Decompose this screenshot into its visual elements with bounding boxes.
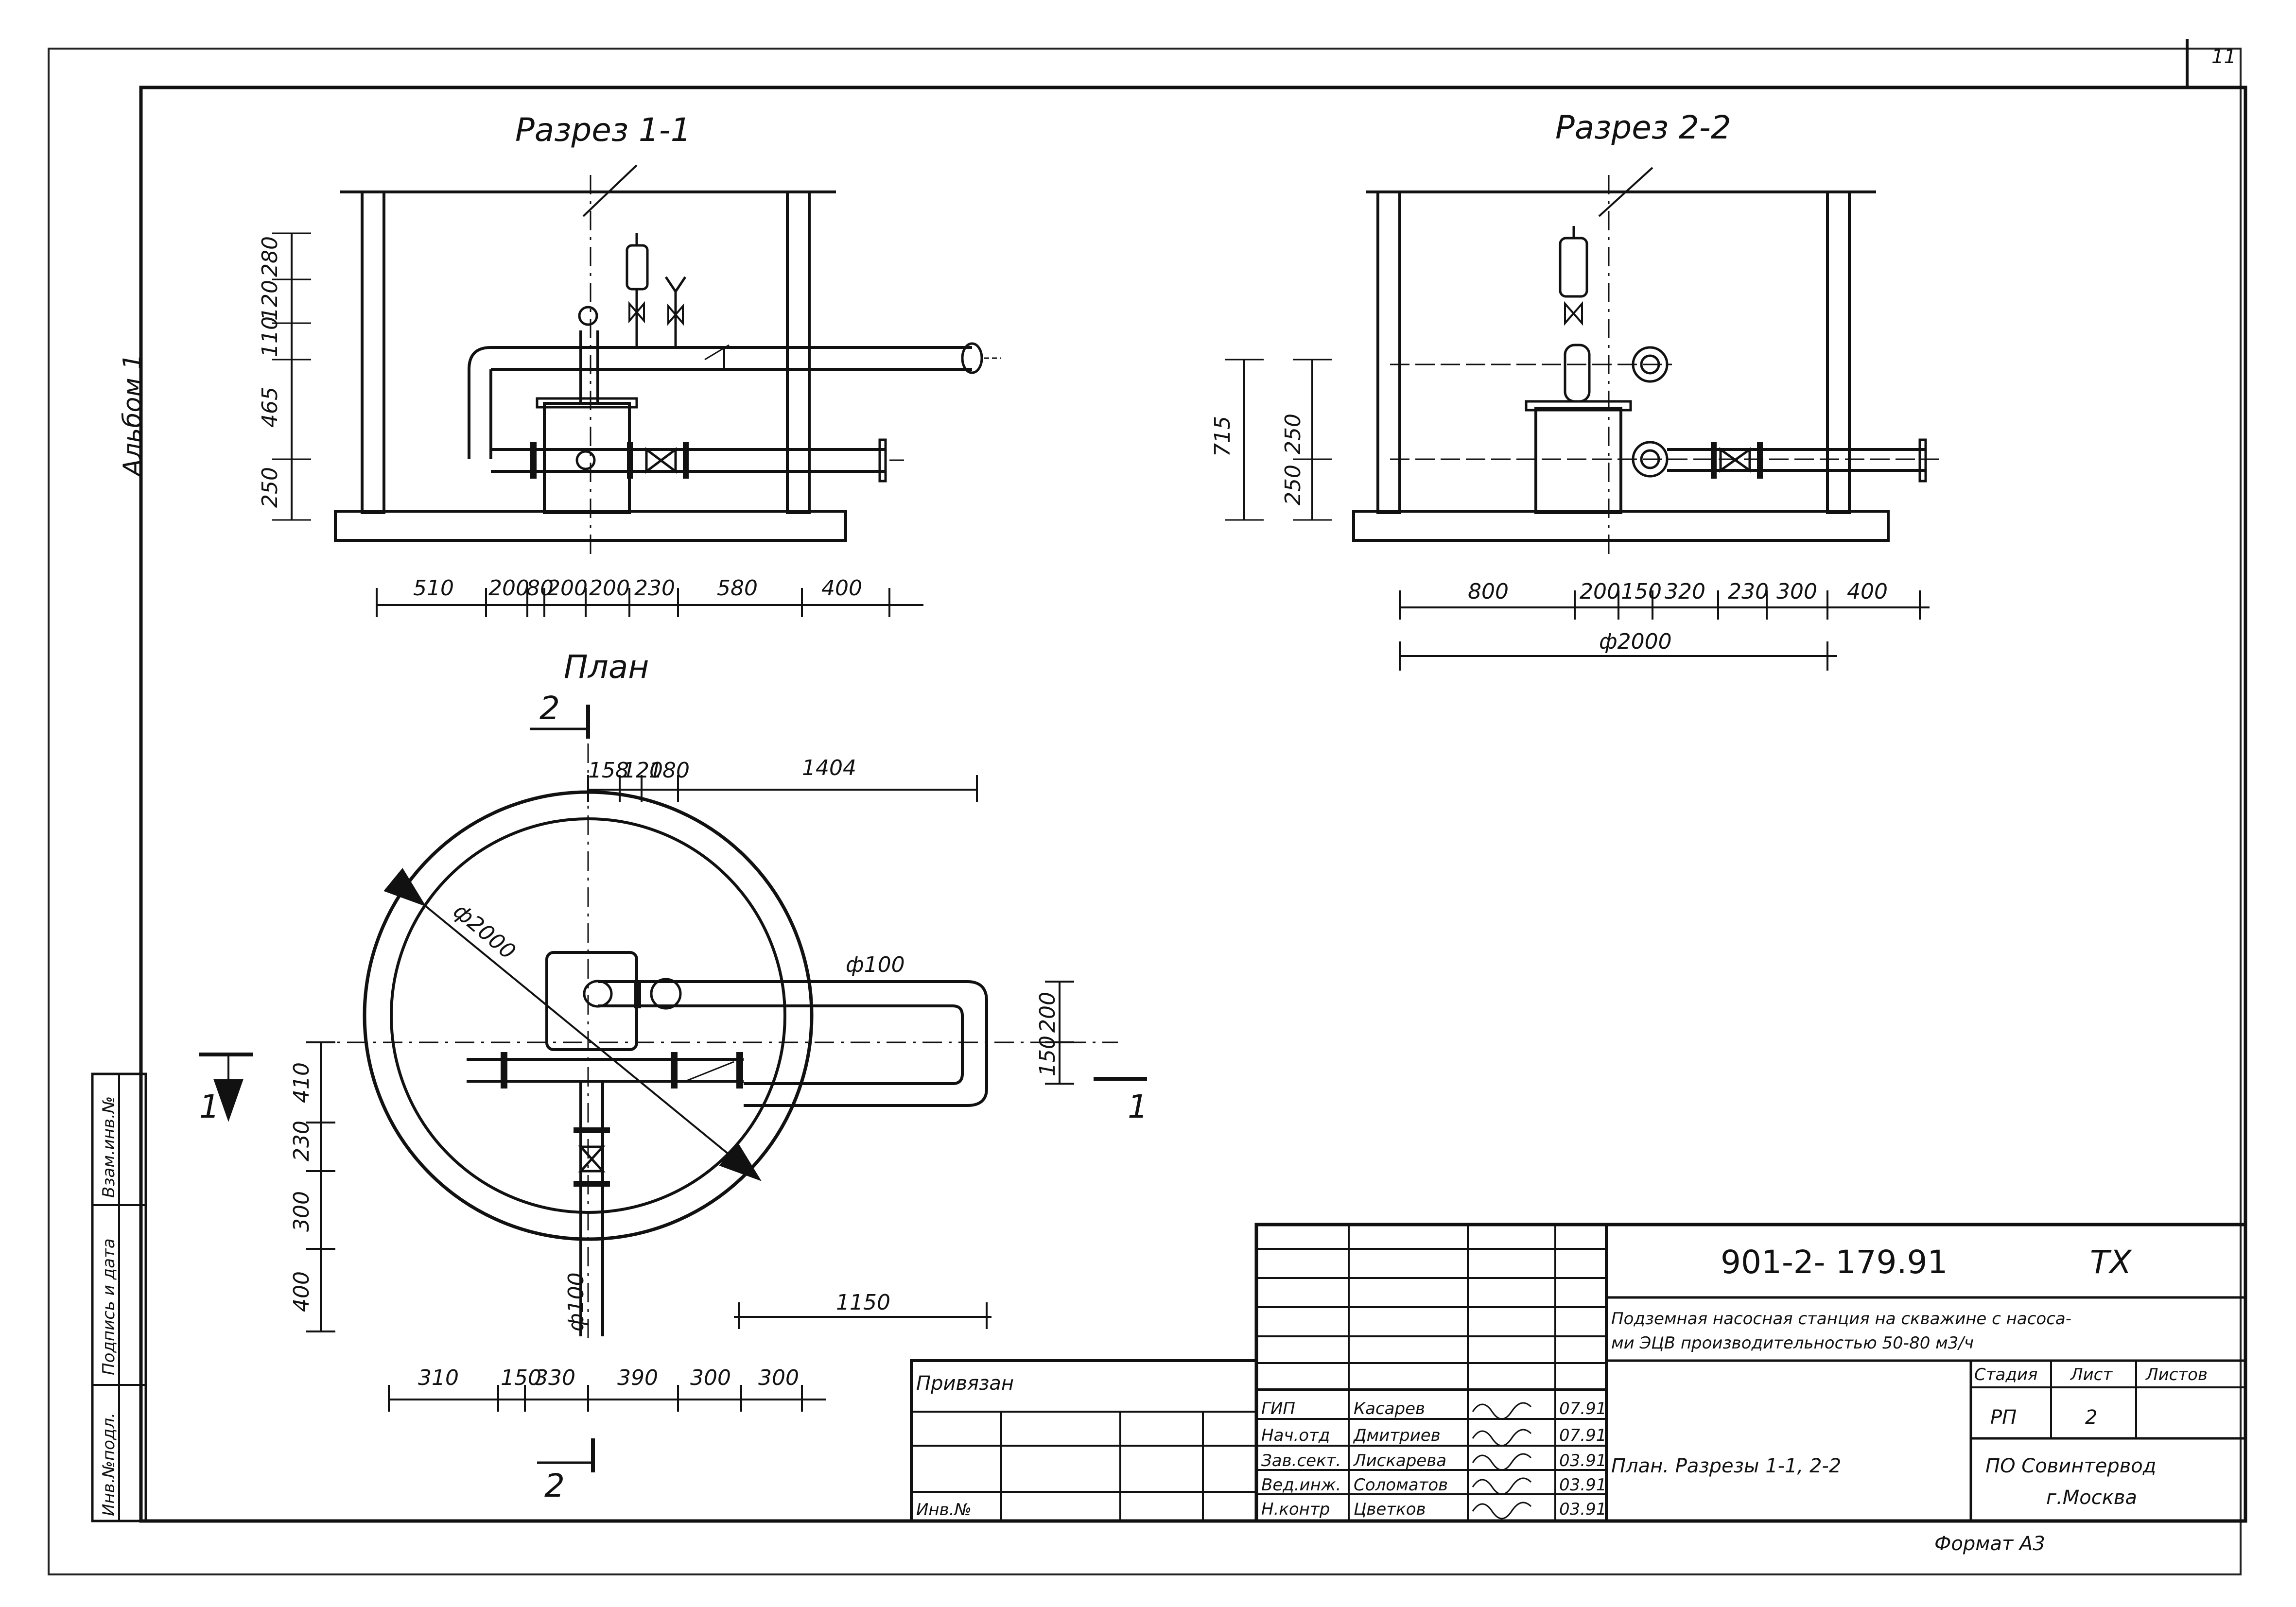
section-2-2: Разрез 2-2 250 250 715: [1210, 109, 1939, 671]
sheet-value: 2: [2085, 1406, 2097, 1429]
format-label: Формат А3: [1934, 1533, 2045, 1555]
dimension-label: 2: [544, 1467, 565, 1504]
dimension-label: 158: [588, 758, 629, 783]
dimension-label: 200: [1580, 579, 1620, 604]
description-line-1: Подземная насосная станция на скважине с…: [1611, 1309, 2071, 1329]
dimension-label: 510: [413, 576, 454, 601]
section-1-1-title: Разрез 1-1: [515, 111, 691, 149]
dimension-label: 03.91: [1559, 1451, 1606, 1470]
dimension-label: Нач.отд: [1261, 1426, 1330, 1445]
dimension-label: 390: [617, 1365, 658, 1390]
section-2-2-title: Разрез 2-2: [1555, 109, 1731, 146]
dimension-label: 200: [488, 576, 529, 601]
stage-value: РП: [1990, 1406, 2017, 1429]
dimension-label: Листов: [2145, 1365, 2208, 1384]
plan-title: План: [564, 648, 649, 686]
dimension-label: ГИП: [1261, 1399, 1295, 1418]
dimension-label: 07.91: [1559, 1399, 1606, 1418]
section-1-1: Разрез 1-1: [258, 111, 1001, 617]
dimension-label: 110: [258, 316, 282, 357]
dimension-label: 150: [501, 1365, 541, 1390]
album-label: Альбом 1: [118, 354, 147, 478]
dimension-label: Подпись и дата: [99, 1238, 119, 1375]
dimension-label: 300: [758, 1365, 799, 1390]
dimension-label: 300: [1776, 579, 1817, 604]
dimension-label: 310: [418, 1365, 459, 1390]
dimension-label: 300: [289, 1191, 314, 1232]
dimension-label: 300: [690, 1365, 731, 1390]
dimension-label: 180: [649, 758, 690, 783]
dimension-label: 320: [1665, 579, 1705, 604]
dimension-label: 330: [535, 1365, 575, 1390]
privyazan-label: Привязан: [916, 1372, 1014, 1395]
dimension-label: ф100: [564, 1272, 589, 1331]
dimension-label: 715: [1210, 416, 1235, 457]
dimension-label: Лист: [2070, 1365, 2113, 1384]
description-line-2: ми ЭЦВ производительностью 50-80 м3/ч: [1611, 1333, 1974, 1353]
dimension-label: 150: [1621, 579, 1662, 604]
dimension-label: 400: [289, 1271, 314, 1312]
inner-frame: [139, 86, 2247, 1523]
dimension-label: Н.контр: [1261, 1500, 1330, 1519]
dimension-label: Взам.инв.№: [99, 1096, 119, 1198]
dimension-label: 120: [622, 758, 663, 783]
dimension-label: 230: [1728, 579, 1769, 604]
dimension-label: Касарев: [1354, 1399, 1425, 1418]
dimension-label: Вед.инж.: [1261, 1475, 1341, 1495]
dimension-label: 410: [289, 1062, 314, 1103]
side-stamp: Взам.инв.№ Подпись и дата Инв.№подл.: [91, 1072, 147, 1522]
outer-frame: [48, 48, 2242, 1575]
dimension-label: Лискарева: [1353, 1451, 1446, 1470]
dimension-label: Соломатов: [1354, 1475, 1448, 1495]
org-line-2: г.Москва: [2046, 1486, 2137, 1509]
dimension-label: 2: [539, 690, 560, 727]
dimension-label: 1404: [802, 756, 856, 780]
dimension-label: 1: [199, 1088, 220, 1125]
dimension-label: Дмитриев: [1353, 1426, 1441, 1445]
dimension-label: 400: [821, 576, 862, 601]
sheet-title: План. Разрезы 1-1, 2-2: [1611, 1455, 1841, 1477]
dimension-label: 120: [258, 280, 282, 321]
drawing-mark: ТХ: [2090, 1244, 2132, 1281]
dimension-label: 200: [547, 576, 588, 601]
dimension-label: 80: [526, 576, 554, 601]
dimension-label: 250: [1281, 465, 1305, 505]
dimension-label: Цветков: [1354, 1500, 1426, 1519]
sheet-number: 11: [2211, 46, 2236, 68]
inv-no-label: Инв.№: [916, 1500, 972, 1520]
dimension-label: 03.91: [1559, 1500, 1606, 1519]
dimension-label: 230: [289, 1121, 314, 1161]
dimension-label: 230: [634, 576, 675, 601]
title-block: Привязан Инв.№ ГИП Касарев 07.91 Нач.отд…: [910, 1223, 2247, 1523]
dimension-label: 465: [258, 387, 282, 428]
dimension-label: 150: [1035, 1036, 1060, 1076]
dimension-label: Стадия: [1974, 1365, 2037, 1384]
dimension-label: 400: [1847, 579, 1888, 604]
dimension-label: 200: [1035, 992, 1060, 1033]
dimension-label: Зав.сект.: [1261, 1451, 1341, 1470]
org-line-1: ПО Совинтервод: [1985, 1455, 2156, 1477]
dimension-label: 1150: [836, 1290, 890, 1315]
dimension-label: 280: [258, 236, 282, 277]
dimension-label: 250: [258, 467, 282, 508]
drawing-code: 901-2- 179.91: [1721, 1244, 1948, 1281]
dimension-label: ф2000: [1599, 629, 1672, 654]
dimension-label: ф100: [846, 952, 905, 977]
dimension-label: 250: [1281, 414, 1305, 454]
dimension-label: 800: [1468, 579, 1509, 604]
dimension-label: Инв.№подл.: [99, 1413, 119, 1516]
dimension-label: 1: [1128, 1088, 1148, 1125]
dimension-label: 580: [717, 576, 758, 601]
dimension-label: 03.91: [1559, 1475, 1606, 1495]
dimension-label: 200: [589, 576, 630, 601]
dimension-label: 07.91: [1559, 1426, 1606, 1445]
